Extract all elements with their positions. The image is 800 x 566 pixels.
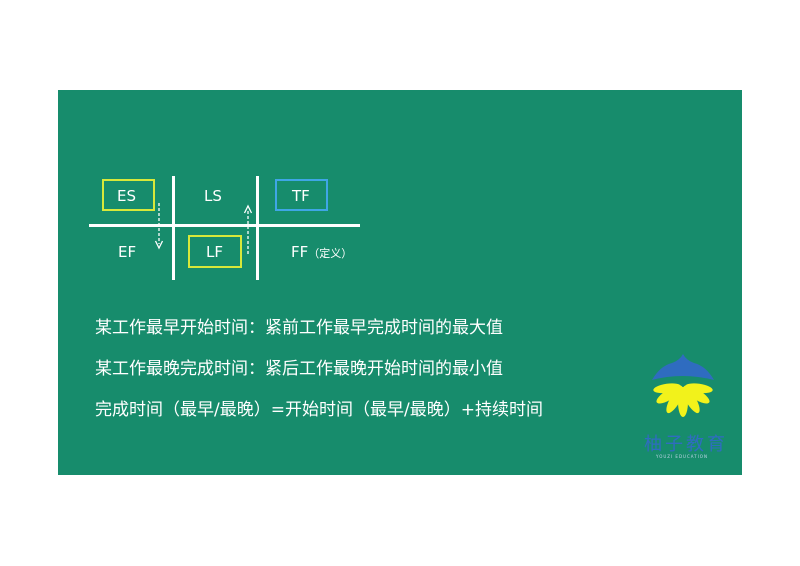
vertical-divider-right — [256, 176, 259, 280]
es-highlight-box — [102, 179, 155, 211]
logo-tagline: YOUZI EDUCATION — [656, 454, 708, 459]
up-arrow-icon — [243, 204, 253, 254]
note-finish-formula: 完成时间（最早/最晚）=开始时间（最早/最晚）+持续时间 — [95, 400, 543, 420]
tf-label: TF — [292, 187, 310, 205]
lf-label: LF — [206, 243, 223, 261]
note-latest-finish: 某工作最晚完成时间：紧后工作最晚开始时间的最小值 — [95, 359, 503, 379]
down-arrow-icon — [154, 203, 164, 250]
ef-label: EF — [118, 243, 137, 261]
vertical-divider-left — [172, 176, 175, 280]
es-label: ES — [117, 187, 136, 205]
ls-label: LS — [204, 187, 222, 205]
horizontal-divider — [89, 224, 360, 227]
dashed-arrows — [154, 203, 253, 254]
note-earliest-start: 某工作最早开始时间：紧前工作最早完成时间的最大值 — [95, 318, 503, 338]
ff-text: FF — [291, 243, 309, 261]
ff-definition-note: （定义） — [308, 247, 353, 260]
citrus-logo-icon — [652, 354, 714, 417]
lf-highlight-box — [188, 235, 242, 268]
ff-label: FF（定义） — [291, 243, 352, 261]
logo-name: 柚子教育 — [644, 434, 728, 455]
tf-highlight-box — [275, 179, 328, 211]
slide-panel: ES LS TF EF LF FF（定义） 某工作最早开始时间：紧前工作最早完成… — [58, 90, 742, 475]
logo: 柚子教育 YOUZI EDUCATION — [642, 350, 725, 468]
